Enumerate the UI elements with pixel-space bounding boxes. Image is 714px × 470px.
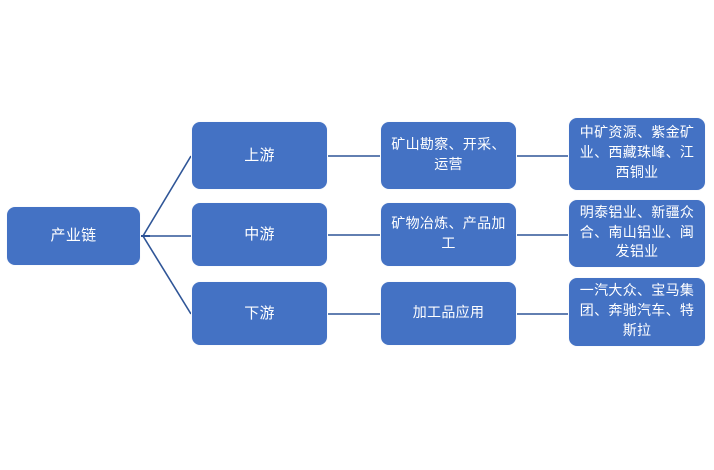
node-activity-downstream[interactable]: 加工品应用 (380, 281, 517, 346)
node-activity-upstream[interactable]: 矿山勘察、开采、运营 (380, 121, 517, 190)
node-stage-downstream-label: 下游 (244, 303, 275, 322)
node-activity-downstream-label: 加工品应用 (412, 304, 485, 321)
node-activity-midstream[interactable]: 矿物冶炼、产品加工 (380, 202, 517, 267)
node-companies-upstream[interactable]: 中矿资源、紫金矿业、西藏珠峰、江西铜业 (568, 117, 706, 191)
node-companies-midstream-label: 明泰铝业、新疆众合、南山铝业、闽发铝业 (579, 204, 695, 261)
node-stage-upstream[interactable]: 上游 (191, 121, 328, 190)
node-companies-upstream-label: 中矿资源、紫金矿业、西藏珠峰、江西铜业 (579, 125, 695, 181)
node-companies-downstream-label: 一汽大众、宝马集团、奔驰汽车、特斯拉 (579, 283, 695, 339)
node-activity-midstream-label: 矿物冶炼、产品加工 (391, 215, 506, 252)
node-stage-downstream[interactable]: 下游 (191, 281, 328, 346)
node-industry-chain-root-label: 产业链 (50, 226, 97, 245)
node-industry-chain-root[interactable]: 产业链 (6, 206, 141, 266)
node-stage-upstream-label: 上游 (244, 145, 275, 164)
connector-root-to-stage-downstream (142, 235, 192, 315)
node-companies-downstream[interactable]: 一汽大众、宝马集团、奔驰汽车、特斯拉 (568, 277, 706, 347)
node-stage-midstream[interactable]: 中游 (191, 202, 328, 267)
connector-root-to-stage-upstream (142, 155, 192, 237)
node-stage-midstream-label: 中游 (244, 224, 275, 243)
node-companies-midstream[interactable]: 明泰铝业、新疆众合、南山铝业、闽发铝业 (568, 199, 706, 268)
node-activity-upstream-label: 矿山勘察、开采、运营 (391, 136, 506, 173)
